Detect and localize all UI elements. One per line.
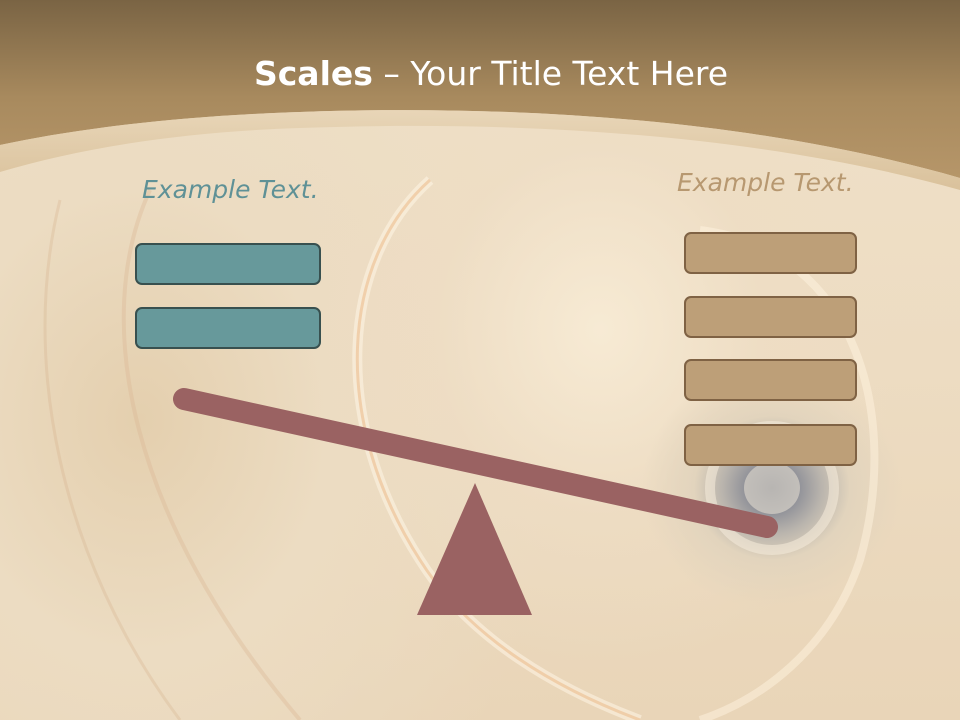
title-rest: – Your Title Text Here: [372, 54, 729, 93]
right-box-1: [684, 232, 857, 274]
scale-beam: [173, 388, 778, 538]
title-strong: Scales: [253, 54, 373, 93]
left-box-2: [135, 307, 321, 349]
right-box-2: [684, 296, 857, 338]
right-box-3: [684, 359, 857, 401]
right-box-4: [684, 424, 857, 466]
slide-title: Scales – Your Title Text Here: [0, 52, 960, 96]
scale-fulcrum: [417, 483, 532, 615]
left-box-1: [135, 243, 321, 285]
right-label: Example Text.: [677, 168, 854, 197]
left-label: Example Text.: [142, 175, 319, 204]
